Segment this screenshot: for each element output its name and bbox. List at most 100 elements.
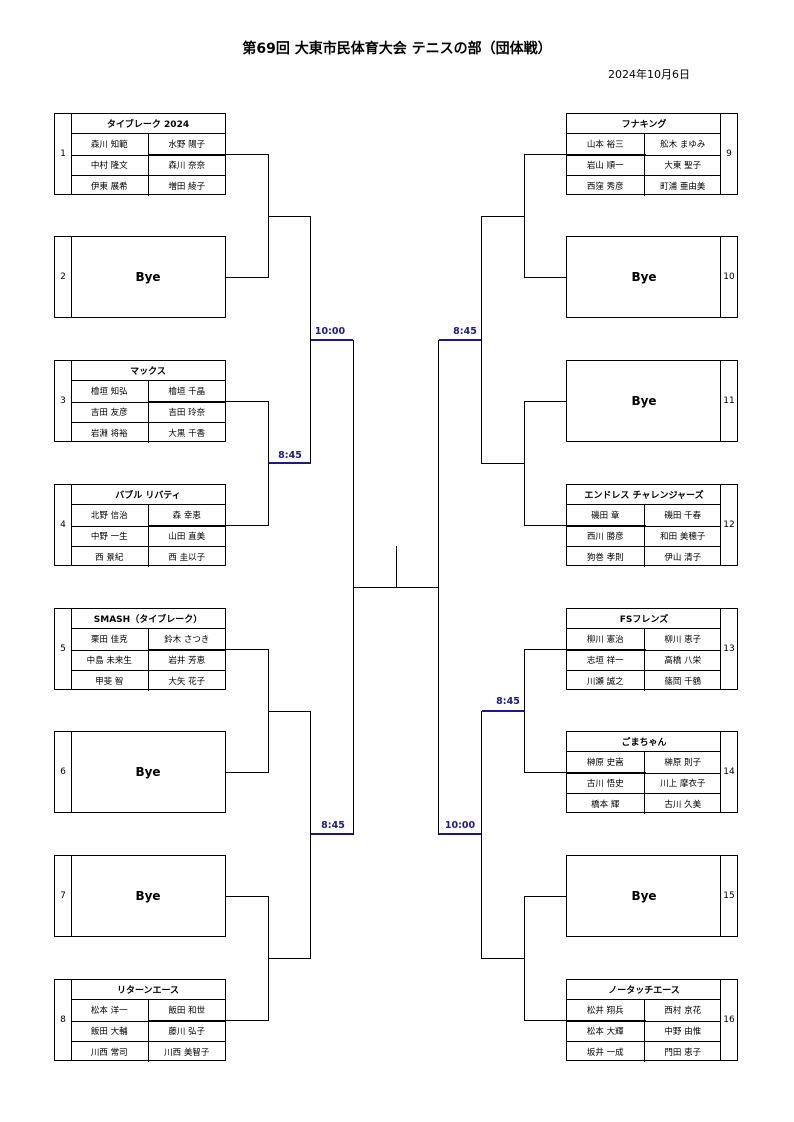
player-name: 山本 裕三 [586, 140, 624, 151]
player-name: 鈴木 さつき [147, 629, 226, 650]
bracket-line [481, 711, 482, 959]
bracket-line [524, 649, 646, 650]
player-name: 川瀬 誠之 [586, 676, 624, 687]
player-name: 西川 勝彦 [586, 532, 624, 543]
match-time: 8:45 [496, 696, 520, 707]
bracket-line [524, 277, 567, 278]
team-name: ごまちゃん [567, 732, 721, 752]
bracket-line [524, 401, 567, 402]
team-slot-2: 2 Bye [54, 236, 226, 318]
match-time: 8:45 [453, 326, 477, 337]
player-name: 松本 洋一 [90, 1006, 128, 1017]
seed-number: 7 [55, 856, 72, 936]
seed-number: 8 [55, 980, 72, 1060]
bracket-line [481, 463, 525, 464]
player-name: 柳川 恵子 [643, 629, 722, 650]
team-name: FSフレンズ [567, 609, 721, 629]
team-slot-11: 11 Bye [566, 360, 738, 442]
team-name: エンドレス チャレンジャーズ [567, 485, 721, 505]
player-name: 伊東 展希 [90, 181, 128, 192]
bracket-line [310, 711, 311, 959]
bracket-line [226, 277, 269, 278]
page-title: 第69回 大東市民体育大会 テニスの部（団体戦） [242, 41, 552, 57]
bracket-line [148, 525, 269, 526]
player-name: 栗田 佳克 [90, 635, 128, 646]
seed-number: 13 [720, 609, 737, 689]
bracket-line [524, 1020, 646, 1021]
bracket-line [396, 546, 397, 588]
seed-number: 10 [720, 237, 737, 317]
player-name: 岩淵 将裕 [90, 428, 128, 439]
bye-label: Bye [135, 270, 161, 284]
seed-number: 15 [720, 856, 737, 936]
team-slot-10: 10 Bye [566, 236, 738, 318]
player-name: 吉田 玲奈 [147, 402, 226, 422]
player-name: 甲斐 智 [95, 676, 124, 687]
seed-number: 3 [55, 361, 72, 441]
team-name: フナキング [567, 114, 721, 134]
player-name: 西 景紀 [95, 552, 124, 563]
seed-number: 1 [55, 114, 72, 194]
team-slot-1: 1 タイブレーク 2024 森川 知範水野 陽子 中村 隆文森川 奈奈 伊東 展… [54, 113, 226, 196]
bracket-line [524, 772, 646, 773]
player-name: 坂井 一成 [586, 1047, 624, 1058]
player-name: 大黒 千香 [147, 423, 226, 443]
seed-number: 6 [55, 732, 72, 812]
player-name: 和田 美穂子 [643, 526, 722, 546]
bye-label: Bye [631, 394, 657, 408]
team-slot-15: 15 Bye [566, 855, 738, 937]
player-name: 磯田 章 [591, 511, 620, 522]
match-time: 8:45 [321, 820, 345, 831]
player-name: 志垣 祥一 [586, 656, 624, 667]
team-name: バブル リバティ [71, 485, 225, 505]
team-name: マックス [71, 361, 225, 381]
team-slot-13: 13 FSフレンズ 柳川 憲治 柳川 恵子 志垣 祥一 高橋 八栄 川瀬 誠之 篠岡 … [566, 608, 738, 691]
bracket-line [481, 958, 525, 959]
player-name: 西窪 秀彦 [586, 181, 624, 192]
match-time: 10:00 [444, 820, 476, 831]
team-name: ノータッチエース [567, 980, 721, 1000]
player-name: 森川 奈奈 [147, 155, 226, 175]
bracket-line [481, 216, 525, 217]
time-marker [269, 462, 311, 464]
event-date: 2024年10月6日 [608, 68, 690, 81]
player-name: 伊山 清子 [643, 547, 722, 567]
seed-number: 14 [720, 732, 737, 812]
bye-label: Bye [631, 889, 657, 903]
player-name: 岩山 順一 [586, 161, 624, 172]
player-name: 榊原 則子 [643, 752, 722, 773]
bracket-line [524, 154, 646, 155]
player-name: 篠岡 千鶴 [643, 671, 722, 691]
player-name: 柳川 憲治 [586, 635, 624, 646]
match-time: 10:00 [314, 326, 346, 337]
team-name: リターンエース [71, 980, 225, 1000]
player-name: 岩井 芳恵 [147, 650, 226, 670]
team-slot-16: 16 ノータッチエース 松井 翔兵西村 京花 松本 大輝中野 由惟 坂井 一成門… [566, 979, 738, 1062]
time-marker [311, 339, 353, 341]
bracket-line [226, 772, 269, 773]
player-name: 川西 美智子 [147, 1042, 226, 1062]
player-name: 西 圭以子 [147, 547, 226, 567]
player-name: 増田 綾子 [147, 176, 226, 196]
player-name: 中村 隆文 [90, 161, 128, 172]
seed-number: 5 [55, 609, 72, 689]
player-name: 古川 悟史 [586, 779, 624, 790]
bracket-line [524, 896, 567, 897]
player-name: 山田 直美 [147, 526, 226, 546]
player-name: 藤川 弘子 [147, 1021, 226, 1041]
bracket-line [148, 1020, 269, 1021]
bye-label: Bye [135, 889, 161, 903]
bracket-line [148, 649, 269, 650]
player-name: 門田 恵子 [643, 1042, 722, 1062]
team-name: SMASH（タイブレーク） [71, 609, 225, 629]
seed-number: 12 [720, 485, 737, 565]
player-name: 檜垣 千晶 [147, 381, 226, 402]
player-name: 高橋 八栄 [643, 650, 722, 670]
player-name: 飯田 大輔 [90, 1027, 128, 1038]
player-name: 舩木 まゆみ [643, 134, 722, 155]
bye-label: Bye [631, 270, 657, 284]
seed-number: 9 [720, 114, 737, 194]
seed-number: 4 [55, 485, 72, 565]
player-name: 吉田 友彦 [90, 408, 128, 419]
player-name: 大矢 花子 [147, 671, 226, 691]
